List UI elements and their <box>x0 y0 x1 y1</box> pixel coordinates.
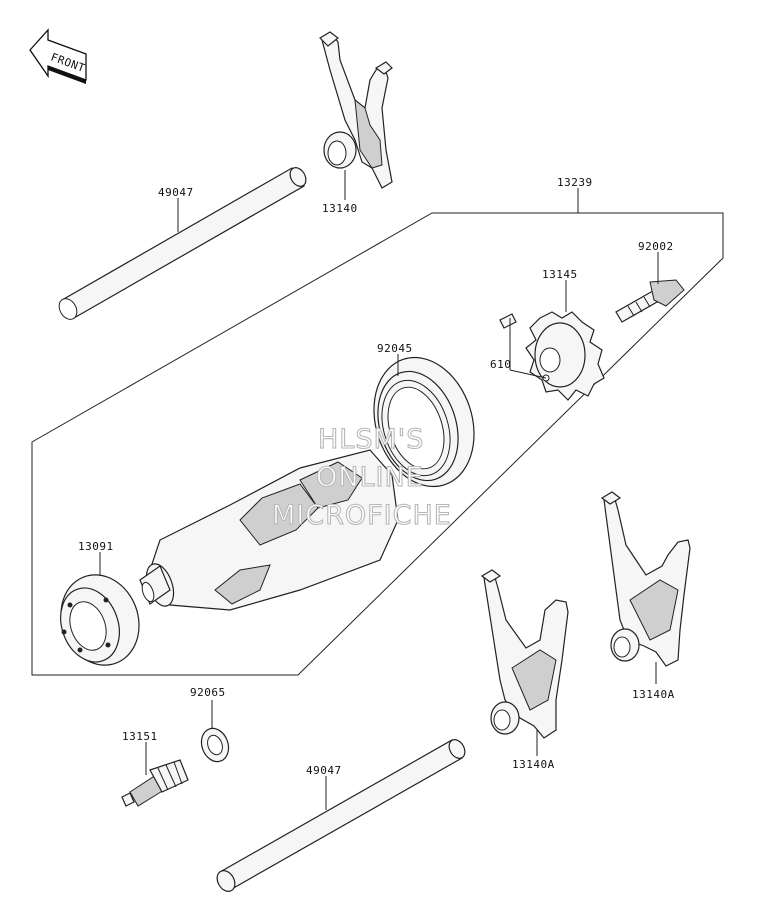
shaft-top[interactable] <box>56 165 309 323</box>
callout-shaft-bottom[interactable]: 49047 <box>306 764 342 777</box>
leader-lines <box>99 170 659 810</box>
shift-fork-center[interactable] <box>480 569 569 739</box>
callout-bolt[interactable]: 92002 <box>638 240 674 253</box>
watermark: HLSM'S ONLINE MICROFICHE <box>271 423 452 531</box>
callout-ball-bearing[interactable]: 92045 <box>377 342 413 355</box>
needle-bearing[interactable] <box>49 564 152 676</box>
shift-fork-top[interactable] <box>319 31 393 189</box>
watermark-line-3: MICROFICHE <box>272 500 452 531</box>
shaft-bottom[interactable] <box>214 737 468 895</box>
watermark-line-2: ONLINE <box>316 462 424 493</box>
shift-drum[interactable] <box>139 449 399 611</box>
callout-pin[interactable]: 610 <box>490 358 511 371</box>
washer[interactable] <box>197 725 233 766</box>
drum-pin-plate[interactable] <box>525 311 605 401</box>
watermark-line-1: HLSM'S <box>318 424 424 455</box>
callout-fork-right[interactable]: 13140A <box>632 688 675 701</box>
callout-needle-bearing[interactable]: 13091 <box>78 540 114 553</box>
callout-drum-pin-plate[interactable]: 13145 <box>542 268 578 281</box>
callout-neutral-switch[interactable]: 13151 <box>122 730 158 743</box>
pin[interactable] <box>499 313 517 329</box>
callout-drum-assembly[interactable]: 13239 <box>557 176 593 189</box>
bolt[interactable] <box>615 279 685 323</box>
callout-fork-center[interactable]: 13140A <box>512 758 555 771</box>
front-arrow-badge: FRONT <box>29 28 87 84</box>
neutral-switch[interactable] <box>121 759 189 807</box>
callout-fork-top[interactable]: 13140 <box>322 202 358 215</box>
ball-bearing[interactable] <box>358 344 490 499</box>
callout-washer[interactable]: 92065 <box>190 686 226 699</box>
callout-labels: 49047 13140 13239 92002 13145 92045 610 … <box>78 176 675 777</box>
assembly-bracket <box>31 212 724 676</box>
callout-shaft-top[interactable]: 49047 <box>158 186 194 199</box>
shift-fork-right[interactable] <box>600 491 691 667</box>
